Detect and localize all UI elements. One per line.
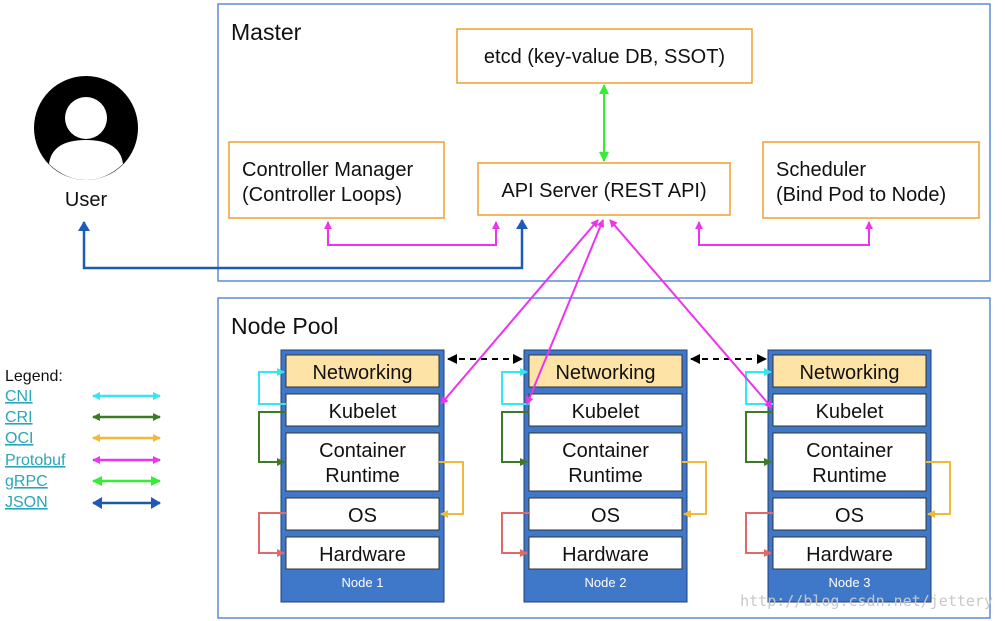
- protobuf-link-api-kubelet-2: [525, 219, 605, 405]
- os-label: OS: [591, 505, 620, 527]
- os-label: OS: [835, 505, 864, 527]
- legend-label-oci[interactable]: OCI: [5, 430, 33, 447]
- scheduler-box: Scheduler (Bind Pod to Node): [762, 141, 980, 219]
- legend-label-cni[interactable]: CNI: [5, 388, 33, 405]
- user-label: User: [65, 189, 108, 211]
- networking-label: Networking: [799, 362, 899, 384]
- node-1: Networking Kubelet Container Runtime OS …: [258, 349, 464, 603]
- master-panel: Master etcd (key-value DB, SSOT) Control…: [217, 3, 991, 282]
- container-runtime-line1: Container: [319, 440, 406, 462]
- hardware-box: [285, 536, 440, 570]
- container-runtime-line2: Runtime: [812, 465, 886, 487]
- networking-label: Networking: [555, 362, 655, 384]
- networking-box: [772, 354, 927, 388]
- hardware-label: Hardware: [806, 544, 893, 566]
- etcd-box: etcd (key-value DB, SSOT): [456, 28, 753, 84]
- node-2: Networking Kubelet Container Runtime OS …: [501, 349, 707, 603]
- container-runtime-line1: Container: [806, 440, 893, 462]
- node-name: Node 1: [342, 575, 384, 590]
- legend-label-json[interactable]: JSON: [5, 494, 48, 511]
- legend-label-protobuf[interactable]: Protobuf: [5, 452, 66, 469]
- hardware-box: [528, 536, 683, 570]
- controller-manager-subtitle: (Controller Loops): [242, 184, 402, 206]
- cri-link: [501, 411, 529, 466]
- legend-label-cri[interactable]: CRI: [5, 409, 33, 426]
- container-runtime-box: [528, 432, 683, 492]
- cri-link: [258, 411, 286, 466]
- kubelet-label: Kubelet: [572, 401, 640, 423]
- oci-link: [682, 461, 707, 518]
- hardware-label: Hardware: [319, 544, 406, 566]
- os-box: [528, 497, 683, 531]
- legend-title: Legend:: [5, 368, 63, 385]
- node-name: Node 2: [585, 575, 627, 590]
- watermark-text: http://blog.csdn.net/jettery: [740, 592, 993, 610]
- node-name: Node 3: [829, 575, 871, 590]
- kubelet-label: Kubelet: [329, 401, 397, 423]
- controller-manager-title: Controller Manager: [242, 159, 414, 181]
- etcd-label: etcd (key-value DB, SSOT): [484, 46, 725, 68]
- master-title: Master: [231, 19, 302, 45]
- os-label: OS: [348, 505, 377, 527]
- node-3: Networking Kubelet Container Runtime OS …: [745, 349, 951, 603]
- container-runtime-box: [772, 432, 927, 492]
- api-server-box: API Server (REST API): [477, 162, 731, 216]
- api-server-label: API Server (REST API): [501, 180, 706, 202]
- cni-link: [258, 368, 286, 405]
- hardware-box: [772, 536, 927, 570]
- os-box: [772, 497, 927, 531]
- kubelet-box: [285, 393, 440, 427]
- node-pool-title: Node Pool: [231, 313, 338, 339]
- legend-label-grpc[interactable]: gRPC: [5, 473, 48, 490]
- networking-label: Networking: [312, 362, 412, 384]
- oci-link: [926, 461, 951, 518]
- user: User: [34, 76, 138, 211]
- oci-link: [439, 461, 464, 518]
- hardware-label: Hardware: [562, 544, 649, 566]
- protobuf-link-api-kubelet-3: [609, 219, 773, 409]
- container-runtime-box: [285, 432, 440, 492]
- kubelet-label: Kubelet: [816, 401, 884, 423]
- user-icon: [34, 76, 138, 180]
- container-runtime-line1: Container: [562, 440, 649, 462]
- kubelet-box: [772, 393, 927, 427]
- hw-link: [258, 512, 286, 557]
- scheduler-subtitle: (Bind Pod to Node): [776, 184, 946, 206]
- cri-link: [745, 411, 773, 466]
- container-runtime-line2: Runtime: [325, 465, 399, 487]
- container-runtime-line2: Runtime: [568, 465, 642, 487]
- networking-box: [285, 354, 440, 388]
- scheduler-title: Scheduler: [776, 159, 866, 181]
- controller-manager-box: Controller Manager (Controller Loops): [228, 141, 445, 219]
- legend: Legend: CNI CRI OCI Protobuf gRPC JSON: [5, 368, 161, 511]
- os-box: [285, 497, 440, 531]
- hw-link: [501, 512, 529, 557]
- hw-link: [745, 512, 773, 557]
